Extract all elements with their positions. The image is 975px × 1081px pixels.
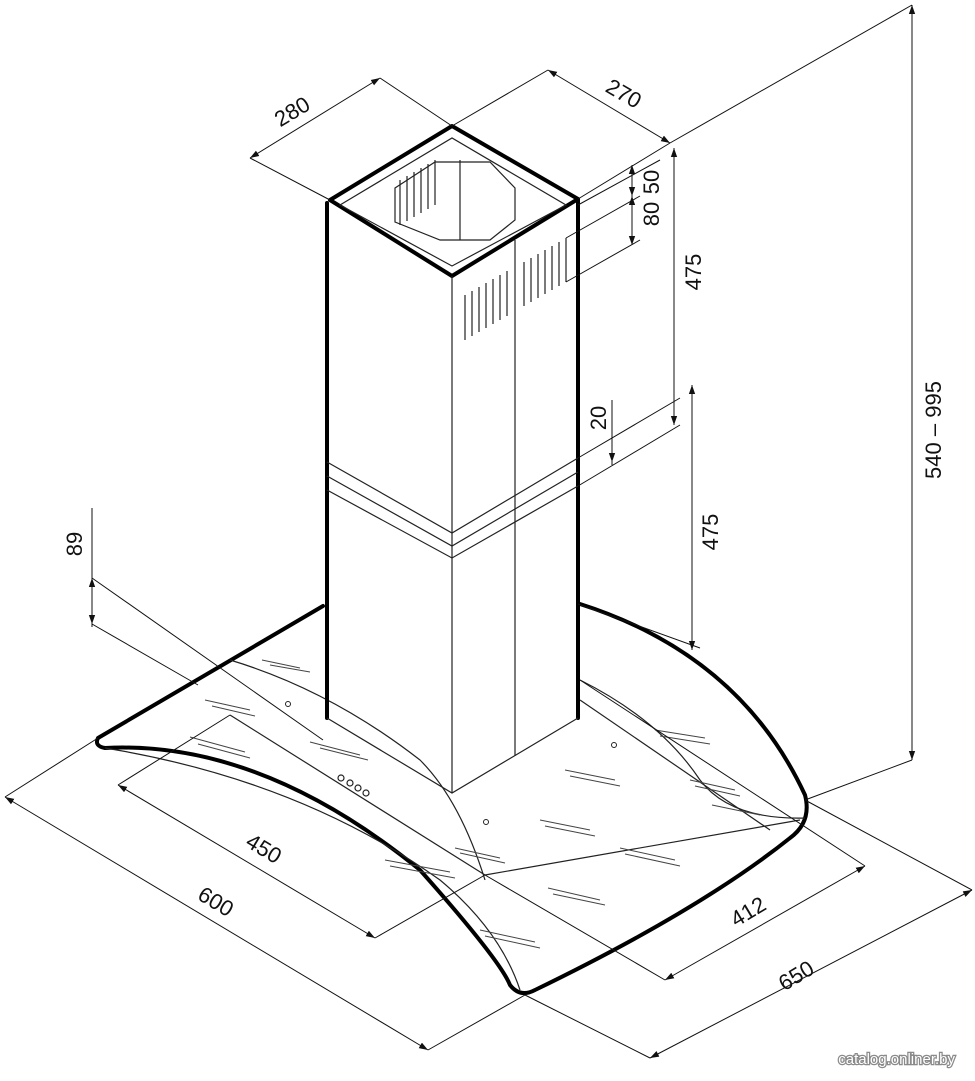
dim-chimney-depth: 280 — [270, 91, 314, 131]
dim-upper-chimney-height: 475 — [681, 254, 706, 291]
dim-total-height: 540 – 995 — [921, 381, 946, 479]
watermark: catalog.onliner.by — [838, 1051, 955, 1068]
dimension-labels: 280 270 50 80 475 20 475 540 – 995 89 45… — [62, 73, 946, 995]
dim-overlap: 20 — [586, 406, 611, 430]
dimension-lines — [4, 4, 973, 1059]
dim-canopy-height: 89 — [62, 532, 87, 556]
dim-hood-width: 600 — [194, 881, 238, 921]
dim-vent-height: 80 — [639, 202, 664, 226]
vent-slots — [399, 160, 567, 340]
chimney-top-rim — [328, 124, 580, 278]
canopy-inner-curve — [104, 747, 521, 991]
chimney-duct-opening — [394, 161, 516, 241]
dim-glass-width: 412 — [726, 891, 770, 931]
canopy-outline — [94, 602, 809, 996]
chimney-joint — [326, 457, 579, 534]
dim-lower-chimney-height: 475 — [698, 514, 723, 551]
glass-glare-marks — [189, 659, 761, 949]
chimney — [325, 124, 580, 794]
dim-vent-top-offset: 50 — [639, 170, 664, 194]
dim-chimney-width: 270 — [602, 73, 646, 113]
